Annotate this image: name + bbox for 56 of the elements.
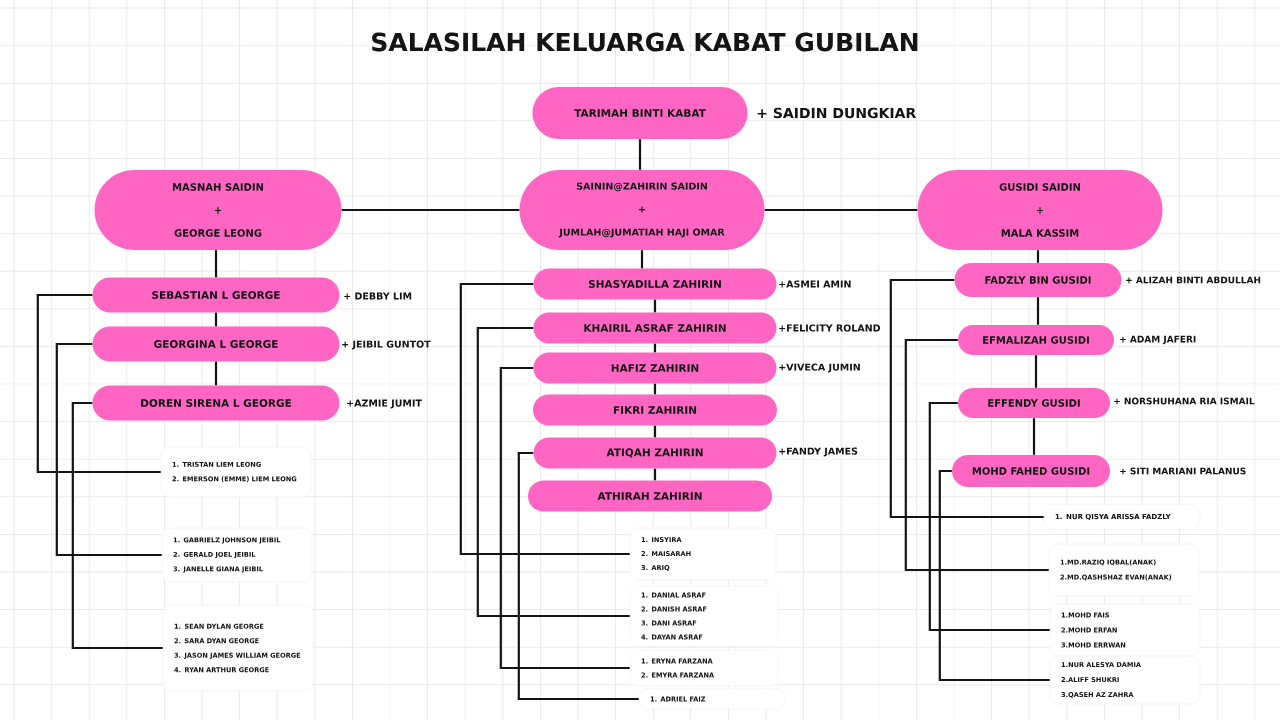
name-pill: ATHIRAH ZAHIRIN (528, 480, 772, 512)
connector-line (653, 299, 657, 313)
connector-line (653, 425, 657, 438)
connector-line (517, 451, 639, 701)
spouse-label: +FANDY JAMES (779, 447, 858, 457)
connector-line (476, 326, 630, 618)
name-pill: GEORGINA L GEORGE (92, 326, 340, 362)
spouse-label: +ASMEI AMIN (779, 280, 851, 288)
connector-line (55, 342, 162, 557)
spouse-label: + ADAM JAFERI (1120, 335, 1196, 345)
connector-line (653, 383, 657, 395)
name-pill: MASNAH SAIDIN + GEORGE LEONG (94, 170, 342, 250)
spouse-label: + ALIZAH BINTI ABDULLAH (1126, 276, 1261, 284)
spouse-label: + NORSHUHANA RIA ISMAIL (1114, 397, 1255, 405)
name-pill: SAININ@ZAHIRIN SAIDIN + JUMLAH@JUMATIAH HAJI OMAR (519, 170, 765, 250)
name-pill: SHASYADILLA ZAHIRIN (533, 268, 777, 300)
connector-line (341, 208, 520, 212)
connector-line (214, 250, 218, 278)
connector-line (928, 401, 1050, 632)
name-pill: EFFENDY GUSIDI (958, 388, 1110, 418)
name-pill: EFMALIZAH GUSIDI (958, 325, 1114, 355)
name-pill: FIKRI ZAHIRIN (533, 394, 777, 426)
connector-line (71, 401, 163, 650)
connector-line (764, 208, 918, 212)
name-pill: ATIQAH ZAHIRIN (533, 437, 777, 469)
connector-line (1032, 418, 1036, 455)
spouse-label: +VIVECA JUMIN (779, 363, 860, 373)
connector-line (214, 312, 218, 327)
connector-line (1036, 250, 1040, 263)
connector-line (938, 469, 1050, 682)
name-pill: DOREN SIRENA L GEORGE (92, 385, 340, 421)
name-pill: KHAIRIL ASRAF ZAHIRIN (533, 312, 777, 344)
name-pill: GUSIDI SAIDIN + MALA KASSIM (917, 170, 1163, 250)
connector-line (640, 250, 644, 269)
connector-line (214, 361, 218, 386)
name-pill: SEBASTIAN L GEORGE (92, 277, 340, 313)
connector-line (1034, 355, 1038, 388)
connector-line (653, 468, 657, 481)
spouse-label: + SAIDIN DUNGKIAR (757, 107, 916, 119)
title: SALASILAH KELUARGA KABAT GUBILAN (372, 32, 918, 52)
connector-line (459, 282, 630, 556)
name-pill: TARIMAH BINTI KABAT (532, 87, 748, 139)
connector-line (638, 139, 642, 170)
spouse-label: + DEBBY LIM (344, 292, 412, 300)
connector-line (499, 366, 630, 670)
spouse-label: + SITI MARIANI PALANUS (1120, 467, 1246, 475)
connector-line (36, 293, 161, 474)
connector-line (904, 338, 1049, 572)
connector-line (889, 278, 1044, 519)
spouse-label: +FELICITY ROLAND (779, 324, 881, 332)
name-pill: FADZLY BIN GUSIDI (954, 263, 1122, 297)
name-pill: HAFIZ ZAHIRIN (533, 352, 777, 384)
connector-line (653, 343, 657, 353)
spouse-label: +AZMIE JUMIT (347, 399, 422, 409)
spouse-label: + JEIBIL GUNTOT (342, 340, 431, 350)
connector-line (1036, 297, 1040, 325)
